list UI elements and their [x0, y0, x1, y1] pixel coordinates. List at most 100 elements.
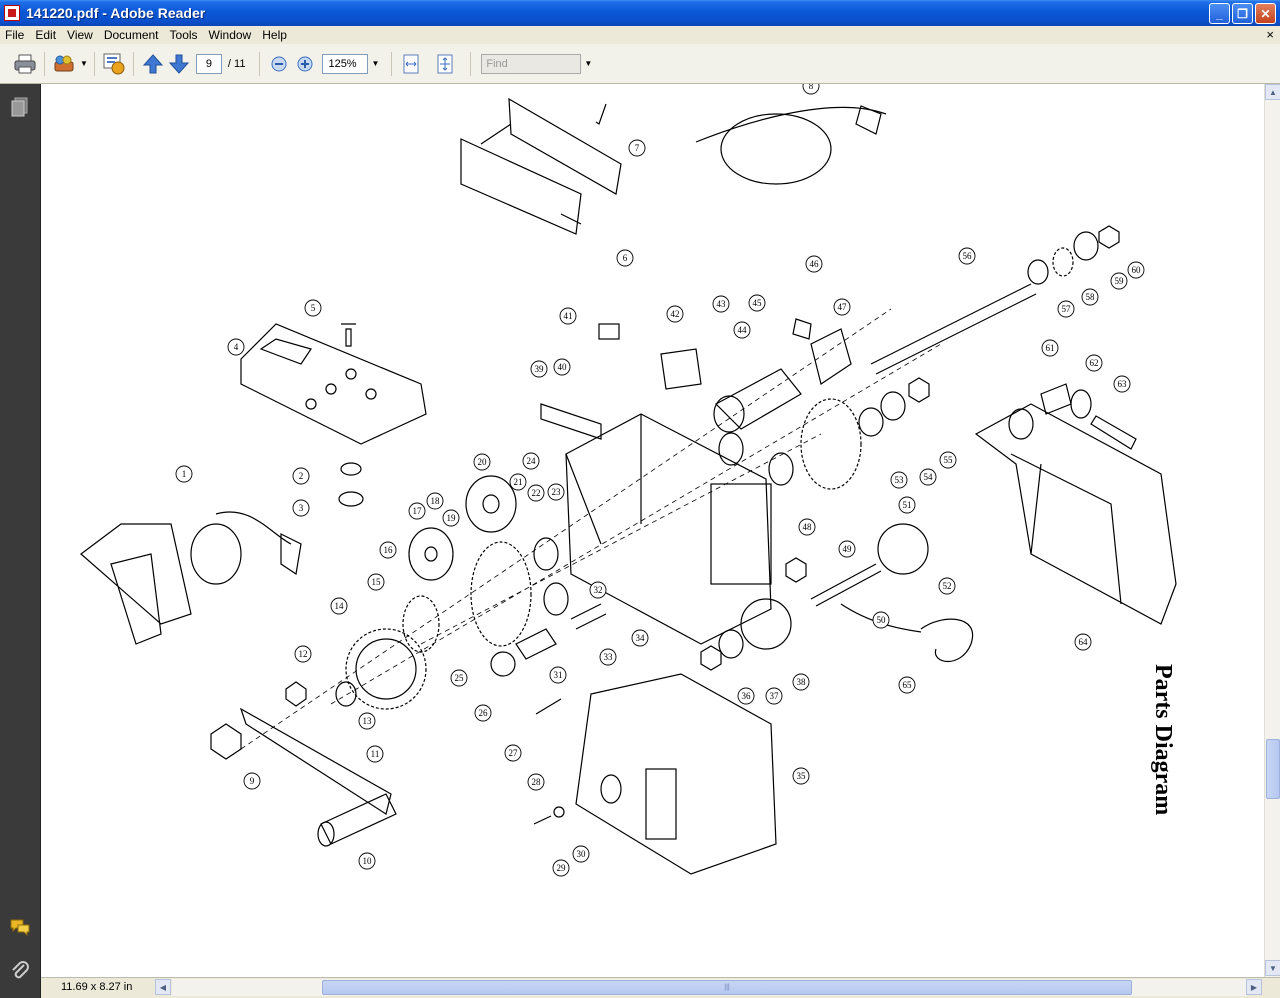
menu-tools[interactable]: Tools: [169, 28, 198, 42]
callout-27: 27: [504, 744, 522, 762]
zoom-out-icon[interactable]: [266, 51, 292, 77]
callout-32: 32: [589, 581, 607, 599]
callout-label: 33: [604, 652, 614, 662]
attachments-icon[interactable]: [9, 960, 31, 982]
callout-label: 4: [234, 342, 239, 352]
toolbar-separator: [259, 51, 261, 76]
minimize-button[interactable]: _: [1209, 3, 1230, 24]
callout-64: 64: [1074, 633, 1092, 651]
callout-21: 21: [509, 473, 527, 491]
menu-document[interactable]: Document: [103, 28, 159, 42]
callout-label: 6: [623, 253, 628, 263]
callout-label: 35: [797, 771, 807, 781]
callout-43: 43: [712, 295, 730, 313]
toolbar-separator: [132, 51, 134, 76]
page-size-label: 11.69 x 8.27 in: [61, 981, 133, 993]
menu-window[interactable]: Window: [208, 28, 252, 42]
vertical-scroll-thumb[interactable]: [1266, 739, 1280, 799]
callout-49: 49: [838, 540, 856, 558]
callout-label: 26: [479, 708, 489, 718]
callout-label: 52: [943, 581, 952, 591]
callout-50: 50: [872, 611, 890, 629]
horizontal-scroll-thumb[interactable]: |||: [322, 980, 1132, 995]
zoom-level-input[interactable]: 125%: [322, 53, 369, 74]
callout-17: 17: [408, 502, 426, 520]
callout-label: 27: [509, 748, 519, 758]
next-page-icon[interactable]: [166, 51, 192, 77]
zoom-dropdown-icon[interactable]: ▼: [371, 59, 380, 68]
callout-2: 2: [292, 467, 310, 485]
toolbar: ▼ 9 / 11 125% ▼ Find ▼: [0, 44, 1280, 84]
callout-37: 37: [765, 687, 783, 705]
fit-page-icon[interactable]: [432, 51, 458, 77]
callout-label: 47: [838, 302, 848, 312]
callout-label: 64: [1079, 637, 1089, 647]
callout-label: 29: [557, 863, 567, 873]
printer-icon[interactable]: [12, 51, 38, 77]
callout-label: 62: [1090, 358, 1099, 368]
callout-35: 35: [792, 767, 810, 785]
callout-label: 2: [299, 471, 304, 481]
document-heading: Parts Diagram: [1150, 664, 1176, 816]
comments-icon[interactable]: [9, 916, 31, 938]
adobe-reader-icon: [4, 5, 20, 21]
callout-5: 5: [304, 299, 322, 317]
callout-16: 16: [379, 541, 397, 559]
menu-view[interactable]: View: [67, 28, 93, 42]
document-close-button[interactable]: ×: [1266, 27, 1274, 42]
callout-label: 32: [594, 585, 603, 595]
horizontal-scrollbar[interactable]: |||: [172, 979, 1246, 996]
vertical-scrollbar[interactable]: ▲ ▼: [1264, 84, 1280, 977]
callout-label: 43: [717, 299, 727, 309]
callout-24: 24: [522, 452, 540, 470]
scroll-up-button[interactable]: ▲: [1265, 84, 1280, 100]
collaborate-icon[interactable]: [101, 51, 127, 77]
callout-label: 8: [809, 84, 814, 91]
callout-62: 62: [1085, 354, 1103, 372]
callout-1: 1: [175, 465, 193, 483]
scroll-right-button[interactable]: ▶: [1246, 979, 1262, 995]
menu-edit[interactable]: Edit: [35, 28, 57, 42]
callout-label: 3: [299, 503, 304, 513]
callout-63: 63: [1113, 375, 1131, 393]
callout-label: 9: [250, 776, 255, 786]
callout-label: 39: [535, 364, 545, 374]
scroll-down-button[interactable]: ▼: [1265, 960, 1280, 976]
print-dropdown-icon[interactable]: ▼: [80, 59, 88, 68]
callout-6: 6: [616, 249, 634, 267]
callout-33: 33: [599, 648, 617, 666]
callout-31: 31: [549, 666, 567, 684]
print-setup-icon[interactable]: [51, 51, 77, 77]
callout-label: 57: [1062, 304, 1072, 314]
callout-label: 30: [577, 849, 587, 859]
callout-46: 46: [805, 255, 823, 273]
callout-14: 14: [330, 597, 348, 615]
callout-26: 26: [474, 704, 492, 722]
callout-label: 17: [413, 506, 423, 516]
toolbar-separator: [44, 51, 45, 76]
callout-11: 11: [366, 745, 384, 763]
pages-icon[interactable]: [9, 96, 31, 118]
close-button[interactable]: ✕: [1255, 3, 1276, 24]
callout-54: 54: [919, 468, 937, 486]
scroll-left-button[interactable]: ◀: [155, 979, 171, 995]
callout-label: 50: [877, 615, 887, 625]
callout-10: 10: [358, 852, 376, 870]
callout-3: 3: [292, 499, 310, 517]
fit-width-icon[interactable]: [398, 51, 424, 77]
find-dropdown-icon[interactable]: ▼: [584, 59, 593, 68]
callout-34: 34: [631, 629, 649, 647]
callout-label: 1: [182, 469, 187, 479]
menu-help[interactable]: Help: [262, 28, 287, 42]
callout-label: 34: [636, 633, 646, 643]
callout-48: 48: [798, 518, 816, 536]
zoom-in-icon[interactable]: [292, 51, 318, 77]
page-number-input[interactable]: 9: [195, 53, 222, 74]
maximize-button[interactable]: ❐: [1232, 3, 1253, 24]
find-input[interactable]: Find: [481, 53, 582, 74]
callout-55: 55: [939, 451, 957, 469]
previous-page-icon[interactable]: [140, 51, 166, 77]
menu-file[interactable]: File: [5, 28, 25, 42]
callout-label: 48: [803, 522, 813, 532]
